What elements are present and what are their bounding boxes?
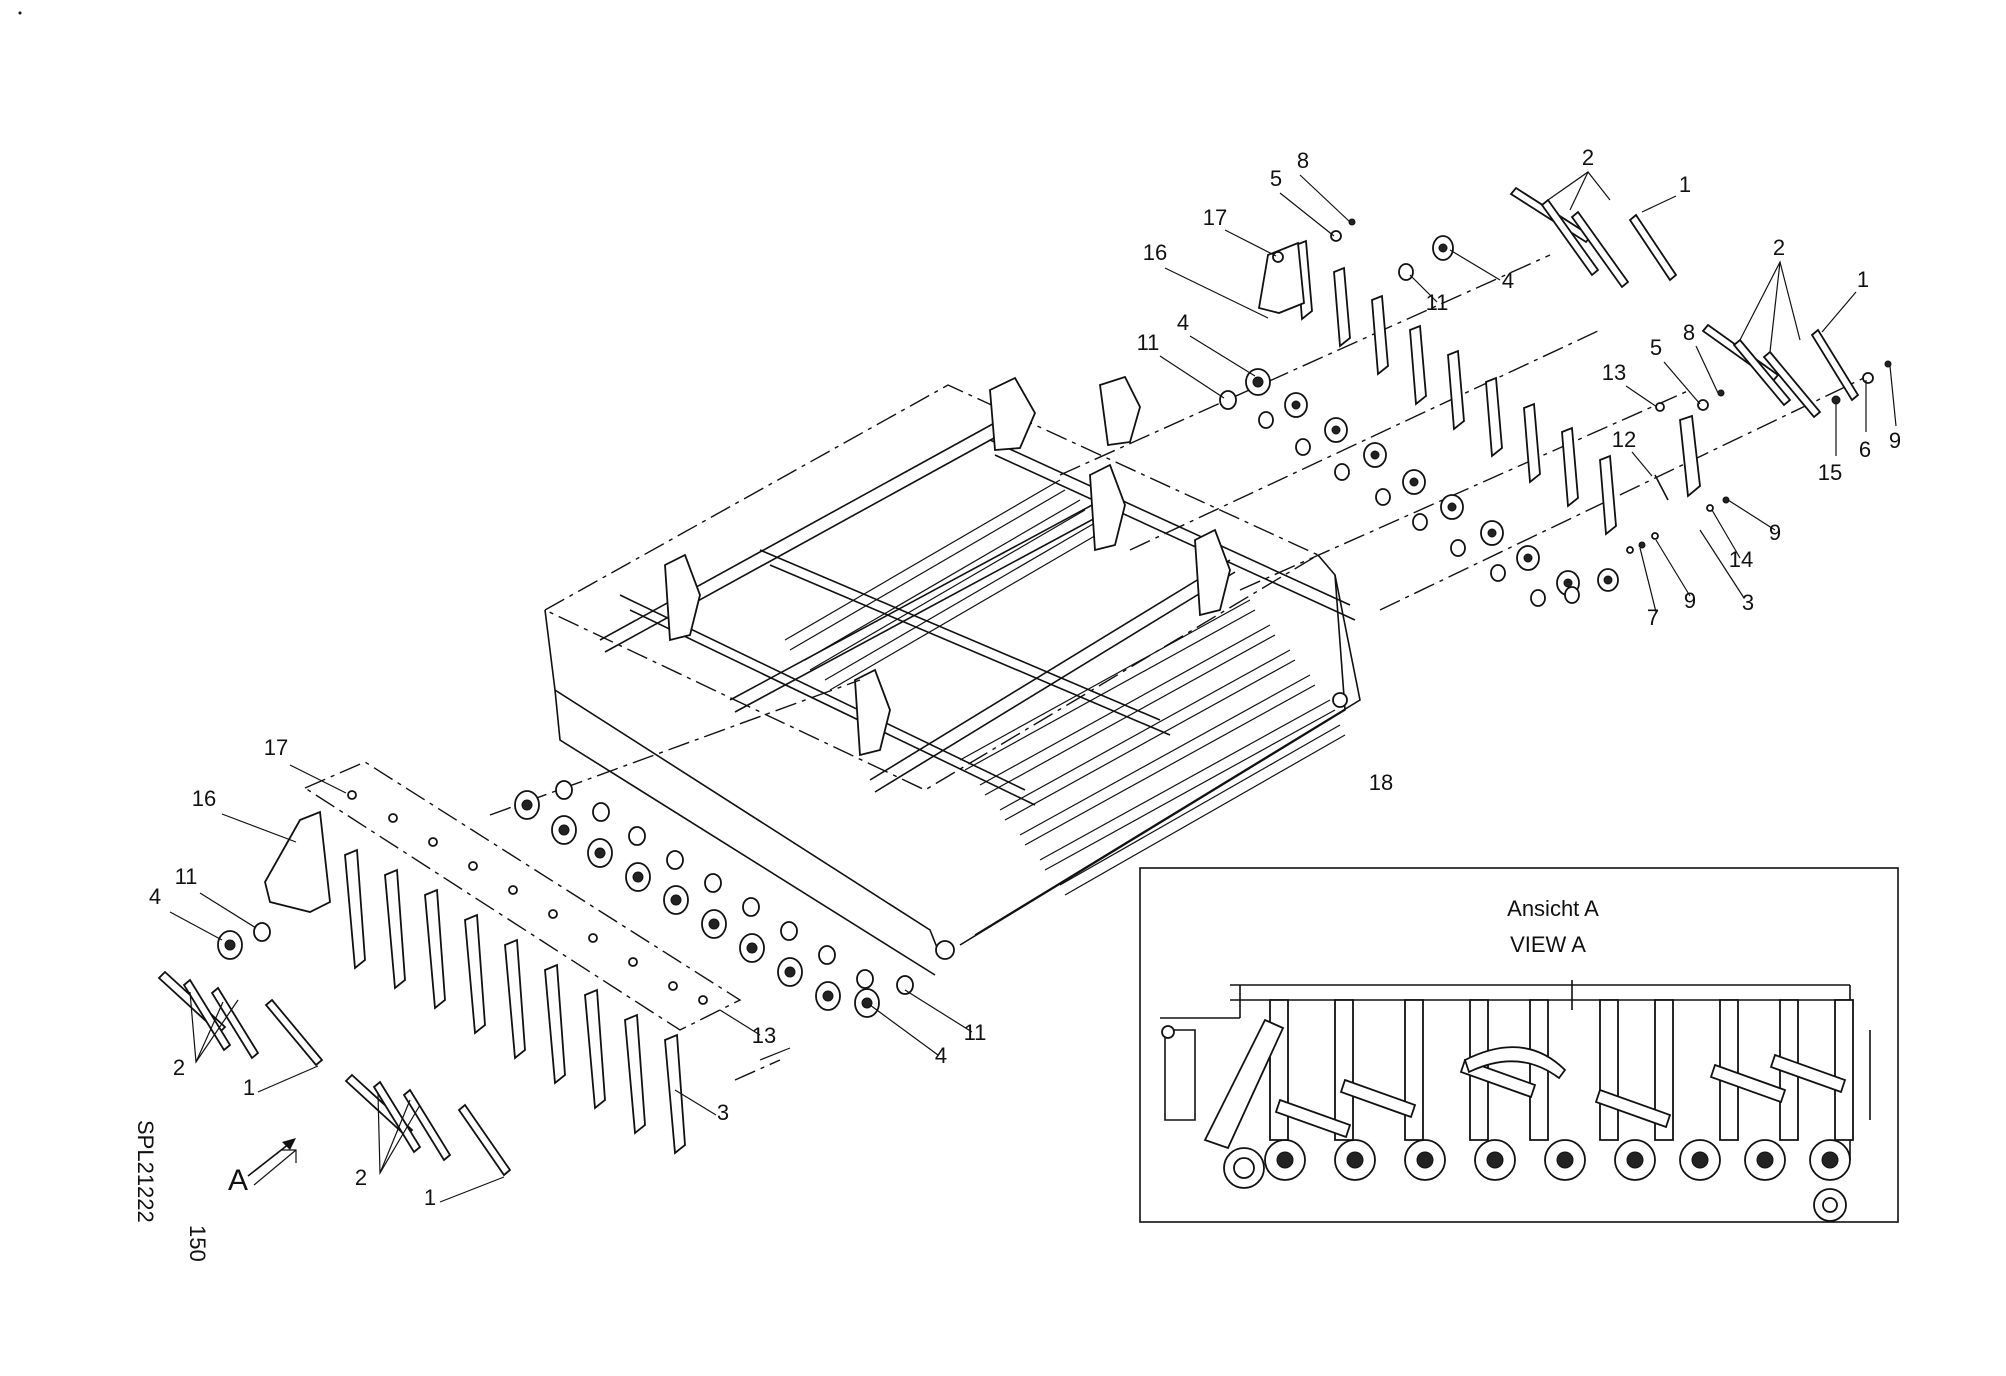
callout-c7: 4: [1502, 268, 1514, 293]
callout-c11: 4: [1177, 310, 1189, 335]
callout-c17: 15: [1818, 460, 1842, 485]
callout-c36: 2: [355, 1165, 367, 1190]
callout-c10: 1: [1857, 267, 1869, 292]
inset-view-a: Ansicht A VIEW A: [1139, 867, 1899, 1223]
corner-dot: [18, 11, 22, 15]
callout-c3: 8: [1297, 148, 1309, 173]
callout-c13: 13: [1602, 360, 1626, 385]
drawing-code: SPL21222: [133, 1120, 158, 1223]
callout-c20: 9: [1769, 520, 1781, 545]
lower-left-exploded-parts: [157, 679, 973, 1203]
callout-c22: 3: [1742, 590, 1754, 615]
callout-c33: 3: [717, 1100, 729, 1125]
callout-c8: 11: [1426, 290, 1449, 315]
upper-right-exploded-parts: [1059, 171, 1897, 613]
callout-c31: 11: [964, 1020, 987, 1045]
callout-c4: 5: [1270, 166, 1282, 191]
callout-c37: 1: [424, 1185, 436, 1210]
callout-c2: 1: [1679, 172, 1691, 197]
callout-c34: 2: [173, 1055, 185, 1080]
callout-c21: 14: [1729, 547, 1753, 572]
callout-c27: 16: [192, 786, 216, 811]
callout-c26: 17: [264, 735, 288, 760]
main-frame: [543, 375, 1361, 976]
view-a-arrow: [247, 1138, 296, 1177]
callout-c29: 4: [149, 884, 161, 909]
callout-c5: 17: [1203, 205, 1227, 230]
callout-c19: 9: [1889, 428, 1901, 453]
callout-c16: 12: [1612, 427, 1636, 452]
callout-c1: 2: [1582, 145, 1594, 170]
callout-c12: 11: [1137, 330, 1160, 355]
callout-c28: 11: [175, 864, 198, 889]
callout-c23: 9: [1684, 588, 1696, 613]
view-marker-a: A: [228, 1164, 248, 1197]
callout-c15: 8: [1683, 320, 1695, 345]
callout-c9: 2: [1773, 235, 1785, 260]
callout-c25: 18: [1369, 770, 1393, 795]
callout-c18: 6: [1859, 437, 1871, 462]
callout-c14: 5: [1650, 335, 1662, 360]
callout-c30: 13: [752, 1023, 776, 1048]
callout-c24: 7: [1647, 605, 1659, 630]
sheet-number: 150: [185, 1225, 210, 1262]
inset-title-de: Ansicht A: [1507, 896, 1599, 921]
callout-c35: 1: [243, 1075, 255, 1100]
callout-c6: 16: [1143, 240, 1167, 265]
inset-title-en: VIEW A: [1510, 932, 1586, 957]
callout-c32: 4: [935, 1043, 947, 1068]
